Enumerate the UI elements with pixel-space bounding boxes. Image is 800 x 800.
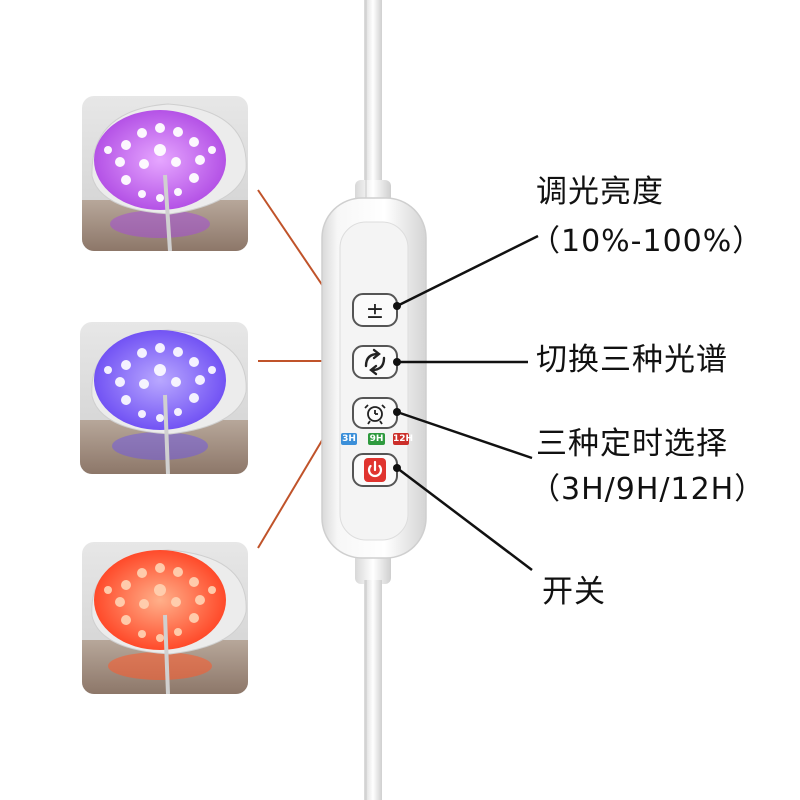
power-icon xyxy=(367,460,383,478)
timer-label: 三种定时选择 xyxy=(536,426,728,462)
dimming-symbol: ± xyxy=(366,299,384,324)
pointer-lines xyxy=(396,234,539,571)
power-cable xyxy=(355,0,391,800)
blue-spectrum-lamp-photo xyxy=(80,322,248,474)
pointer-dots xyxy=(393,302,401,472)
spectrum-switch-button[interactable] xyxy=(352,345,398,379)
red-spectrum-lamp-photo xyxy=(82,542,248,694)
timer-badge-12h: 12H xyxy=(393,433,414,445)
timer-button[interactable] xyxy=(352,397,398,429)
timer-options-label: （3H/9H/12H） xyxy=(530,472,766,507)
dimming-label: 调光亮度 xyxy=(536,174,664,210)
purple-spectrum-lamp-photo xyxy=(82,96,248,251)
timer-badge-9h: 9H xyxy=(368,433,385,445)
alarm-clock-icon xyxy=(364,404,386,425)
power-button[interactable] xyxy=(352,453,398,487)
timer-badge-3h: 3H xyxy=(341,433,357,445)
power-label: 开关 xyxy=(542,574,606,610)
dimming-range-label: （10%-100%） xyxy=(530,224,764,259)
dimming-button[interactable]: ± xyxy=(352,293,398,327)
spectrum-label: 切换三种光谱 xyxy=(536,342,728,378)
cycle-arrows-icon xyxy=(364,348,386,376)
